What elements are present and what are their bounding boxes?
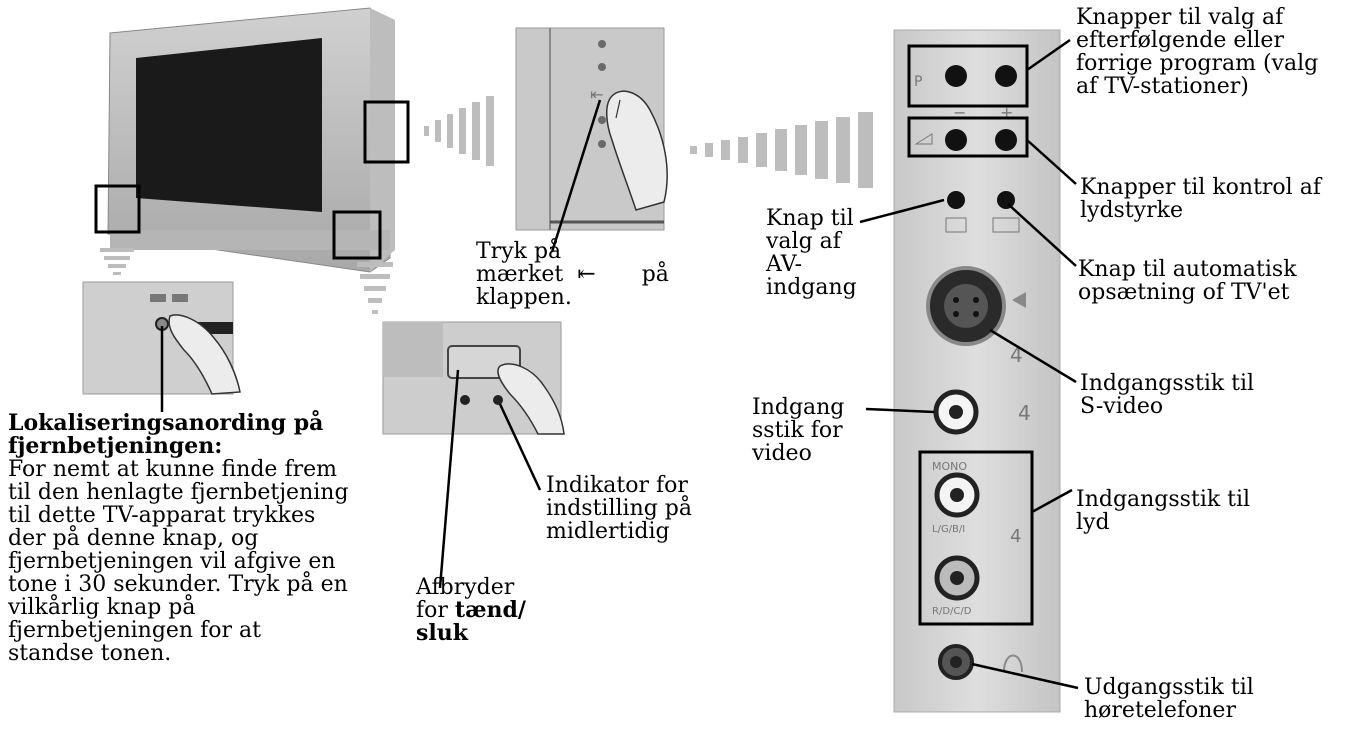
- panel-audio-num: 4: [1010, 526, 1021, 547]
- label-indicator: Indikator for indstilling på midlertidig: [546, 473, 693, 544]
- pointer-indicator: [498, 403, 542, 491]
- flap-mark-symbol: ⇤: [577, 262, 596, 287]
- panel-pointers: [859, 38, 1079, 690]
- label-auto-setup: Knap til automatisk opsætning of TV'et: [1078, 257, 1297, 305]
- power-closeup: [382, 321, 565, 435]
- locator-closeup: [82, 281, 241, 395]
- panel-left-mark: L/G/B/I: [932, 524, 965, 535]
- label-headphones: Udgangsstik til høretelefoner: [1084, 675, 1254, 723]
- tv-callout-box-left: [94, 184, 141, 234]
- panel-right-mark: R/D/C/D: [932, 606, 972, 617]
- panel-mono-mark: MONO: [932, 460, 967, 473]
- label-audio-input: Indgangsstik til lyd: [1076, 487, 1251, 535]
- tv-callout-box-bottom: [332, 210, 382, 260]
- label-av-select: Knap til valg af AV- indgang: [766, 206, 857, 300]
- pointer-power: [438, 369, 460, 589]
- tv-callout-box-side: [363, 100, 410, 164]
- panel-video-num: 4: [1018, 401, 1031, 425]
- control-panel: P − + 4 4 MONO L/G/B/I 4 R/D/C/D: [893, 29, 1061, 713]
- fan-bottom-up: [357, 262, 393, 314]
- label-svideo-input: Indgangsstik til S-video: [1080, 371, 1255, 419]
- locator-description: Lokaliseringsanording på fjernbetjeninge…: [8, 410, 349, 666]
- fan-panel: [690, 112, 873, 188]
- label-power-switch: Afbryder for tænd/ sluk: [416, 575, 526, 646]
- panel-p-mark: P: [914, 74, 922, 90]
- pointer-flap-mark: [550, 99, 602, 253]
- tv-set: [107, 7, 395, 273]
- fan-side: [424, 96, 494, 166]
- label-volume-buttons: Knapper til kontrol af lydstyrke: [1080, 175, 1321, 223]
- label-video-input: Indgang sstik for video: [752, 395, 845, 466]
- label-press-mark: Tryk på mærket⇤på klappen.: [476, 239, 669, 310]
- svg-text:⇤: ⇤: [590, 85, 603, 104]
- fan-left-up: [100, 248, 134, 275]
- label-program-buttons: Knapper til valg af efterfølgende eller …: [1076, 5, 1319, 99]
